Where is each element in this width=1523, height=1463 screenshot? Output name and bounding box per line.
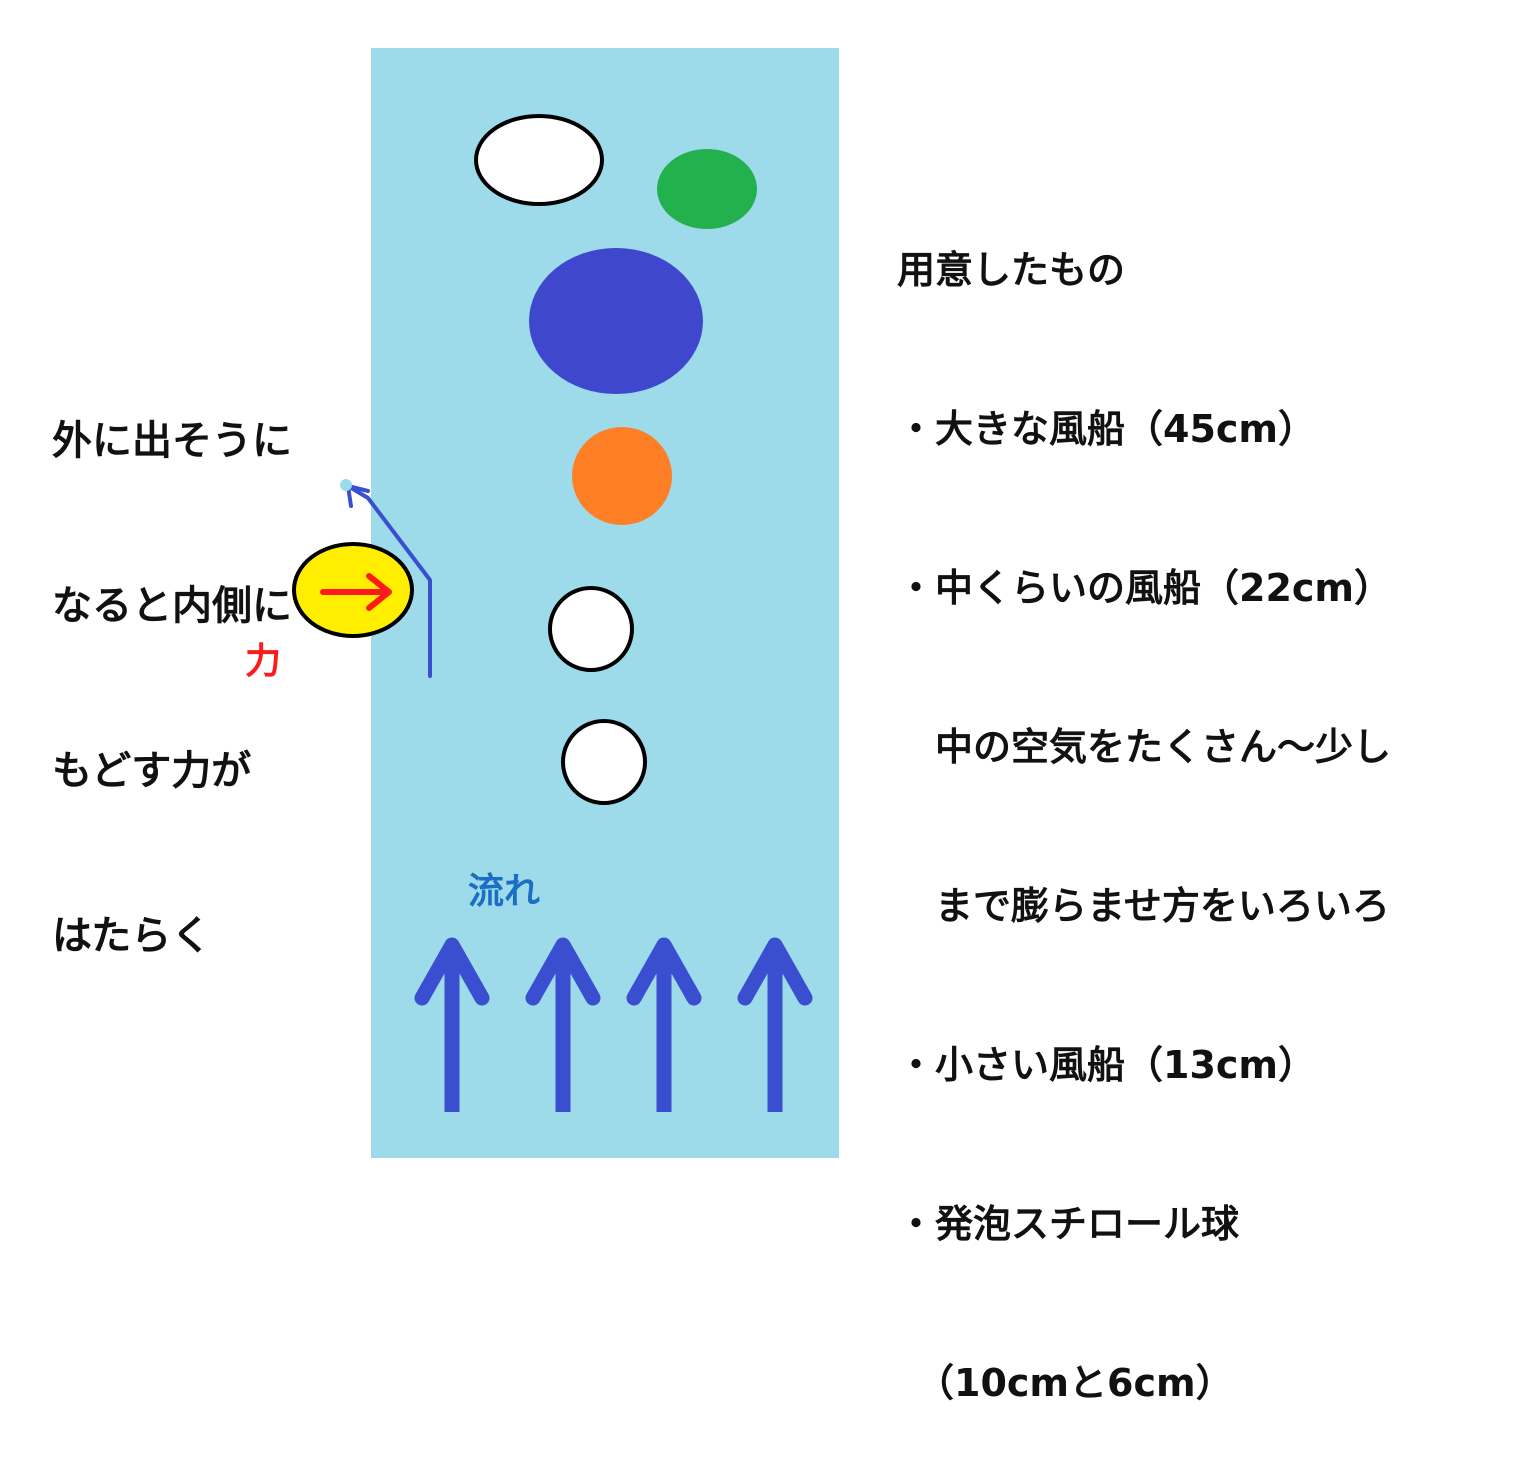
white-ball-middle xyxy=(548,586,634,672)
explanation-line: もどす力が xyxy=(52,748,252,794)
flow-arrow xyxy=(525,937,601,1112)
diagram-canvas xyxy=(292,48,839,1158)
deflected-flow-arrow xyxy=(340,479,432,678)
materials-item: ・大きな風船（45cm） xyxy=(897,407,1317,451)
white-ball-bottom xyxy=(561,719,647,805)
flow-label: 流れ xyxy=(468,871,541,912)
flow-arrow xyxy=(414,937,490,1112)
orange-ball xyxy=(572,427,672,525)
explanation-line: はたらく xyxy=(52,913,212,959)
materials-list: 用意したもの ・大きな風船（45cm） ・中くらいの風船（22cm） 中の空気を… xyxy=(897,138,1392,1463)
materials-item: ・中くらいの風船（22cm） xyxy=(897,566,1393,610)
materials-item: （10cmと6cm） xyxy=(897,1361,1234,1405)
side-force-explanation: 外に出そうに なると内側に もどす力が はたらく xyxy=(52,304,292,1019)
explanation-line: 外に出そうに xyxy=(52,418,292,464)
materials-item: まで膨らませ方をいろいろ xyxy=(897,884,1390,928)
flow-arrow xyxy=(626,937,702,1112)
force-arrow xyxy=(320,573,392,611)
materials-item: ・発泡スチロール球 xyxy=(897,1202,1240,1246)
blue-balloon xyxy=(529,248,703,394)
explanation-line: なると内側に xyxy=(52,583,292,629)
flow-arrow xyxy=(737,937,813,1112)
materials-item: 中の空気をたくさん～少し xyxy=(897,725,1392,769)
force-label: 力 xyxy=(245,641,282,682)
materials-item: ・小さい風船（13cm） xyxy=(897,1043,1317,1087)
white-balloon-top xyxy=(474,114,604,206)
green-ball xyxy=(657,149,757,229)
materials-title: 用意したもの xyxy=(897,248,1126,292)
